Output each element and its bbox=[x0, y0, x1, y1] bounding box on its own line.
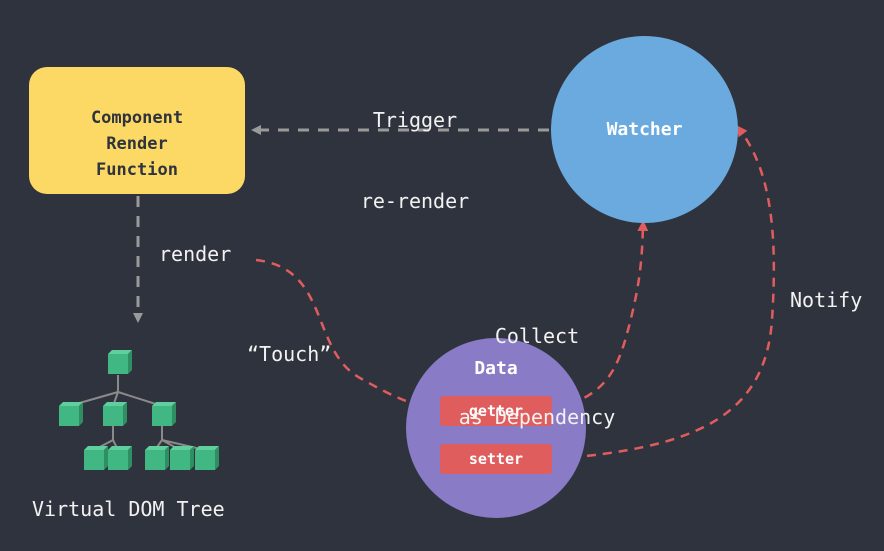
setter-pill: setter bbox=[440, 444, 552, 474]
render-label: render bbox=[159, 242, 232, 266]
tree-nodes bbox=[59, 350, 219, 470]
notify-label: Notify bbox=[790, 288, 863, 312]
setter-label: setter bbox=[468, 450, 524, 468]
collect-arrow bbox=[554, 220, 649, 412]
component-render-function-node: Component Render Function bbox=[29, 67, 245, 194]
watcher-label: Watcher bbox=[606, 119, 683, 140]
trigger-rerender-label: Trigger re-render bbox=[356, 53, 474, 242]
virtual-dom-tree-caption: Virtual DOM Tree bbox=[32, 497, 225, 521]
tree-node bbox=[170, 446, 194, 470]
component-line: Component bbox=[90, 107, 184, 128]
data-node bbox=[406, 338, 586, 518]
tree-node bbox=[103, 402, 127, 426]
tree-node bbox=[108, 350, 132, 374]
getter-label: getter bbox=[468, 402, 524, 420]
watcher-node: Watcher bbox=[551, 36, 738, 223]
data-title: Data bbox=[474, 358, 518, 379]
tree-node bbox=[145, 446, 169, 470]
tree-node bbox=[59, 402, 83, 426]
tree-node bbox=[108, 446, 132, 470]
component-render-function-label: Component Render Function bbox=[91, 79, 183, 183]
touch-label: “Touch” bbox=[247, 342, 332, 366]
notify-arrow bbox=[554, 125, 776, 461]
tree-node bbox=[152, 402, 176, 426]
as-dependency-line: as Dependency bbox=[458, 405, 616, 429]
trigger-line: Trigger bbox=[372, 108, 458, 132]
rerender-line: re-render bbox=[360, 189, 470, 213]
component-line: Render bbox=[106, 133, 168, 154]
touch-arrow bbox=[255, 258, 436, 413]
collect-line: Collect bbox=[494, 324, 580, 348]
getter-pill: getter bbox=[440, 396, 552, 426]
component-line: Function bbox=[96, 159, 178, 180]
tree-node bbox=[84, 446, 108, 470]
tree-node bbox=[195, 446, 219, 470]
virtual-dom-tree-icon bbox=[68, 375, 206, 451]
collect-dependency-label: Collect as Dependency bbox=[450, 269, 624, 458]
